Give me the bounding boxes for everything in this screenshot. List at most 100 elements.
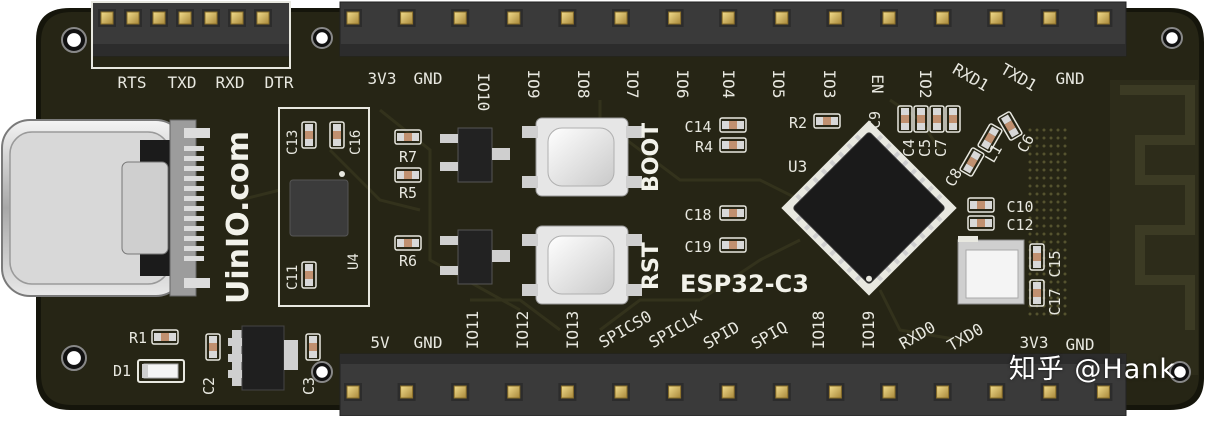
- mount-hole-bottom-right: [1169, 361, 1191, 383]
- bottom-label-0: 5V: [370, 333, 390, 352]
- component-null: [301, 121, 317, 149]
- component-c2: [205, 333, 221, 361]
- r6-label: R6: [399, 252, 417, 270]
- c4-label: C4: [900, 139, 918, 157]
- top-label-7: IO4: [719, 70, 738, 99]
- bottom-pin-7-tip: [721, 385, 735, 399]
- bottom-pin-1-tip: [400, 385, 414, 399]
- component-null: [329, 121, 345, 149]
- crystal: [957, 236, 1025, 305]
- c11-label: C11: [285, 265, 301, 290]
- c15-label: C15: [1046, 250, 1064, 277]
- component-r1: [151, 329, 179, 345]
- debug-pin-4-tip: [204, 11, 218, 25]
- r1-label: R1: [129, 329, 147, 347]
- component-c12: [967, 215, 995, 231]
- r7-label: R7: [399, 148, 417, 166]
- component-r7: [394, 129, 422, 145]
- debug-pin-3-tip: [178, 11, 192, 25]
- component-c18: [719, 205, 747, 221]
- bottom-pin-header: [339, 353, 1127, 417]
- u4-label: U4: [346, 253, 362, 270]
- bottom-label-1: GND: [414, 333, 443, 352]
- c16-label: C16: [348, 130, 364, 155]
- top-pin-14-tip: [1096, 11, 1110, 25]
- usb-pad: [184, 156, 204, 161]
- debug-label-rxd: RXD: [216, 73, 245, 92]
- brand-text: UinIO.com: [221, 131, 256, 304]
- bottom-pin-9-tip: [828, 385, 842, 399]
- component-c19: [719, 237, 747, 253]
- component-null: [929, 105, 945, 133]
- top-pin-header: [339, 1, 1127, 57]
- u3-label: U3: [788, 157, 807, 176]
- component-r2: [813, 113, 841, 129]
- top-label-4: IO8: [574, 70, 593, 99]
- debug-header: [91, 1, 291, 69]
- mount-hole-top-left: [61, 27, 87, 53]
- bottom-label-14: GND: [1066, 335, 1095, 354]
- top-label-5: IO7: [623, 70, 642, 99]
- debug-pin-5-tip: [230, 11, 244, 25]
- top-label-3: IO9: [524, 70, 543, 99]
- usb-pad: [184, 256, 204, 261]
- mount-hole-top-right: [1161, 27, 1183, 49]
- transistor-q2: [440, 229, 510, 285]
- debug-label-rts: RTS: [118, 73, 147, 92]
- r2-label: R2: [789, 114, 807, 132]
- r4-label: R4: [695, 138, 713, 156]
- top-pin-13-tip: [1043, 11, 1057, 25]
- c13-label: C13: [285, 130, 301, 155]
- component-c14: [719, 117, 747, 133]
- mount-hole-bottom-mid: [311, 361, 333, 383]
- bottom-label-2: IO11: [463, 311, 482, 350]
- top-pin-10-tip: [882, 11, 896, 25]
- debug-pin-2-tip: [152, 11, 166, 25]
- usb-pad: [184, 206, 204, 211]
- top-label-11: IO2: [916, 70, 935, 99]
- component-c8-pad: [959, 147, 985, 177]
- bottom-label-9: IO18: [809, 311, 828, 350]
- top-pin-3-tip: [507, 11, 521, 25]
- mount-hole-top-mid: [311, 27, 333, 49]
- c3-label: C3: [300, 377, 318, 395]
- c18-label: C18: [684, 206, 711, 224]
- bottom-pin-8-tip: [775, 385, 789, 399]
- component-l1-pad: [977, 123, 1003, 153]
- boot-button[interactable]: [522, 117, 642, 197]
- bottom-label-10: IO19: [859, 311, 878, 350]
- rst-label: RST: [639, 242, 664, 290]
- top-pin-8-tip: [775, 11, 789, 25]
- top-pin-5-tip: [614, 11, 628, 25]
- rst-button[interactable]: [522, 225, 642, 305]
- usb-uart-chip: [289, 179, 349, 237]
- component-c6-pad: [997, 111, 1023, 141]
- bottom-pin-13-tip: [1043, 385, 1057, 399]
- ldo-regulator: [228, 325, 298, 391]
- bottom-pin-14-tip: [1096, 385, 1110, 399]
- c14-label: C14: [684, 118, 711, 136]
- bottom-pin-0-tip: [346, 385, 360, 399]
- usb-pad: [184, 176, 204, 181]
- top-label-9: IO3: [820, 70, 839, 99]
- c17-label: C17: [1046, 288, 1064, 315]
- top-label-1: GND: [414, 69, 443, 88]
- c10-label: C10: [1006, 198, 1033, 216]
- component-c9: [897, 105, 913, 133]
- component-c3: [305, 333, 321, 361]
- c19-label: C19: [684, 238, 711, 256]
- transistor-q1: [440, 127, 510, 183]
- component-c15: [1029, 243, 1045, 271]
- usb-pad: [184, 236, 204, 241]
- top-pin-9-tip: [828, 11, 842, 25]
- debug-pin-0-tip: [100, 11, 114, 25]
- usb-pad: [184, 146, 204, 151]
- c7-label: C7: [932, 139, 950, 157]
- component-r6: [394, 235, 422, 251]
- usb-pads: [184, 128, 210, 288]
- top-pin-4-tip: [560, 11, 574, 25]
- c2-label: C2: [200, 377, 218, 395]
- top-label-0: 3V3: [368, 69, 397, 88]
- top-label-8: IO5: [769, 70, 788, 99]
